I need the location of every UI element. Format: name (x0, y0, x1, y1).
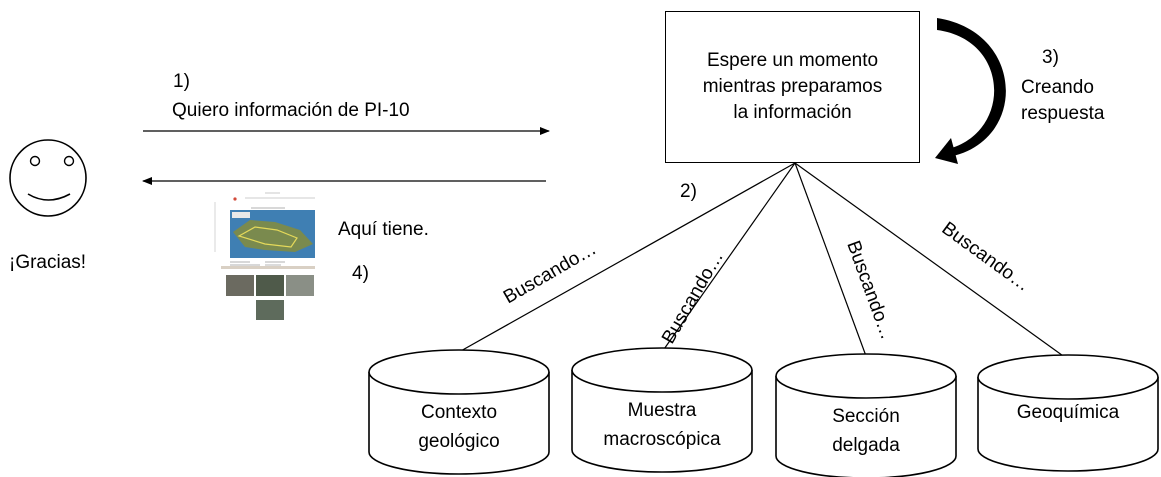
search-step-number: 2) (680, 181, 697, 202)
database-label-geoquimica: Geoquímica (988, 398, 1148, 427)
response-message: Aquí tiene. (338, 219, 429, 240)
database-label-line: Muestra (627, 400, 697, 421)
response-step-number: 4) (352, 263, 369, 284)
database-cylinder-icon (775, 353, 957, 477)
request-step-number: 1) (173, 71, 190, 92)
request-message: Quiero información de PI-10 (172, 100, 410, 121)
user-smiley-icon (9, 139, 87, 217)
search-lines (458, 162, 1067, 359)
user-thanks-message: ¡Gracias! (9, 252, 87, 273)
database-label-muestra-macroscopica: Muestra macroscópica (582, 396, 742, 454)
database-cylinder-icon (977, 354, 1159, 472)
server-box: Espere un momento mientras preparamos la… (665, 11, 920, 163)
processing-label-line1: Creando (1021, 77, 1094, 98)
database-label-contexto-geologico: Contexto geológico (379, 398, 539, 456)
database-label-line: delgada (832, 435, 900, 456)
database-label-line: Geoquímica (1016, 402, 1120, 423)
database-label-line: Contexto (420, 402, 498, 423)
processing-curved-arrow (935, 18, 1006, 164)
database-label-line: macroscópica (603, 429, 721, 450)
database-cylinder-icon (368, 349, 550, 475)
database-label-line: geológico (418, 431, 500, 452)
processing-step-number: 3) (1042, 47, 1059, 68)
database-label-seccion-delgada: Sección delgada (786, 402, 946, 460)
processing-label-line2: respuesta (1021, 103, 1105, 124)
result-page-thumbnail (205, 192, 325, 322)
database-label-line: Sección (832, 406, 900, 427)
database-cylinder-icon (571, 347, 753, 473)
server-wait-message: Espere un momento mientras preparamos la… (702, 50, 883, 123)
